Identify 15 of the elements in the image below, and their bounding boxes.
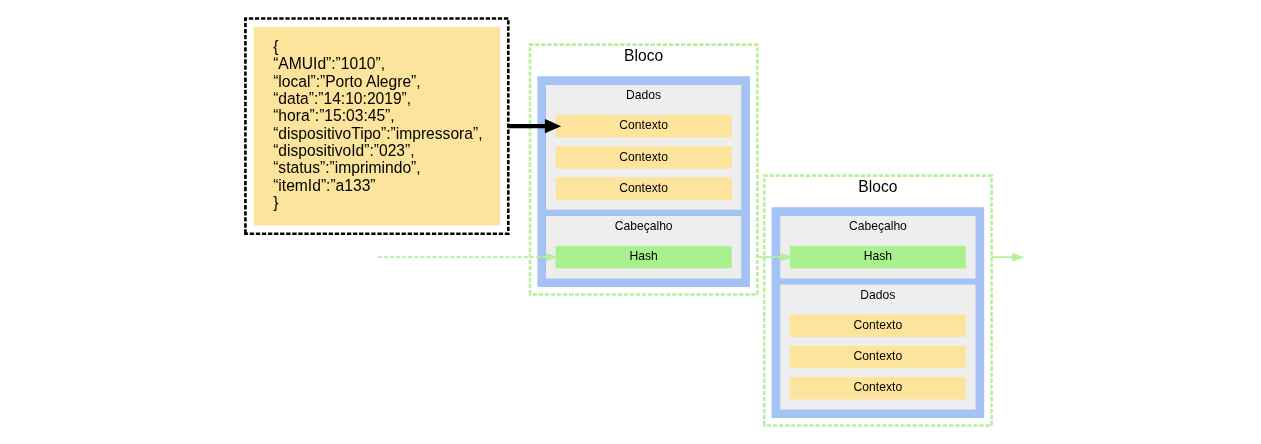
node-box: Contexto [555,177,732,200]
arrow [376,252,559,262]
node-box: Hash [555,245,732,269]
cluster [537,76,750,288]
arrow [756,252,793,262]
node-box: Hash [789,245,966,269]
node-box: Contexto [789,376,966,400]
arrow [508,119,562,134]
node-box: Contexto [789,345,966,369]
node-box: Contexto [555,114,732,138]
arrow [990,252,1025,262]
node-box: Contexto [789,314,966,337]
node-box: Contexto [555,146,732,169]
node-box: { “AMUId”:”1010”, “local”:”Porto Alegre”, “data”:”14:10:2019”, “hora”:”15:03:45”, “dispositivoTipo”:”impressora”, “dispositivoId”:”023”, “status”:”imprimindo”, “itemId”:”a133” } [253,26,501,226]
cluster [771,207,985,419]
